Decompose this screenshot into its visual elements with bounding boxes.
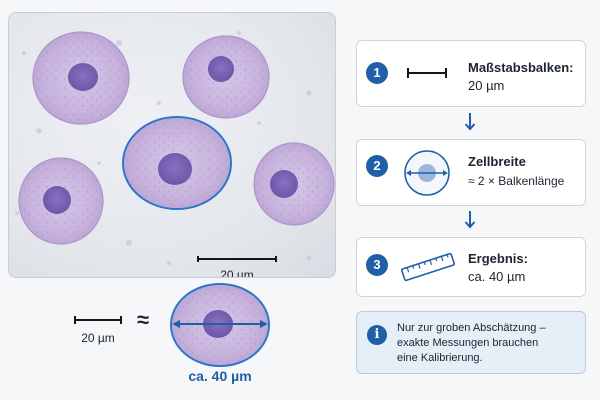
micrograph-panel: 20 µm <box>8 12 336 278</box>
micrograph-scale-bar <box>197 256 277 262</box>
step-text: ca. 40 µm <box>468 269 526 284</box>
micrograph-scale-label: 20 µm <box>220 268 254 278</box>
step-title: Ergebnis: <box>468 251 528 266</box>
micrograph-image <box>15 31 335 265</box>
info-line: eine Kalibrierung. <box>397 352 483 364</box>
equation-bar-label: 20 µm <box>81 331 115 345</box>
step-text: 20 µm <box>468 78 505 93</box>
info-box: i Nur zur groben Abschätzung – exakte Me… <box>356 311 586 374</box>
highlighted-cell <box>122 116 232 210</box>
equation-result: ca. 40 µm <box>188 368 252 384</box>
approx-symbol: ≈ <box>137 307 150 332</box>
info-line: exakte Messungen brauchen <box>397 337 539 349</box>
arrow-down-icon <box>464 211 476 229</box>
step-number: 3 <box>366 254 388 276</box>
step-number: 2 <box>366 155 388 177</box>
step-text: ≈ 2 × Balkenlänge <box>468 174 565 188</box>
step-number: 1 <box>366 62 388 84</box>
ruler-icon <box>401 252 455 282</box>
step-title: Maßstabsbalken: <box>468 60 574 75</box>
step-title: Zellbreite <box>468 154 526 169</box>
info-icon: i <box>367 325 387 345</box>
info-line: Nur zur groben Abschätzung – <box>397 322 546 334</box>
arrow-down-icon <box>464 113 476 131</box>
step-card-2: 2 Zellbreite ≈ 2 × Balkenlänge <box>356 139 586 206</box>
step-card-3: 3 Ergebnis: ca. 40 µm <box>356 237 586 297</box>
cell <box>182 35 270 119</box>
measured-cell-icon <box>170 283 270 367</box>
cell <box>18 157 104 245</box>
equation-scale-bar <box>74 316 122 324</box>
cell <box>32 31 130 125</box>
scale-bar-icon <box>407 68 447 78</box>
cell <box>253 142 335 226</box>
step-card-1: 1 Maßstabsbalken: 20 µm <box>356 40 586 107</box>
info-text: Nur zur groben Abschätzung – exakte Mess… <box>397 321 579 366</box>
cell-width-icon <box>404 150 450 196</box>
